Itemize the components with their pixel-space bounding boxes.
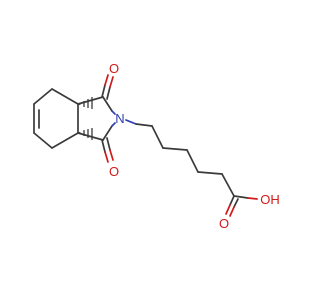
molecule-structure-diagram: N O O O OH: [33, 61, 280, 231]
hydroxyl-label: OH: [260, 192, 280, 207]
carboxyl-oxygen-label: O: [219, 216, 229, 231]
oxygen-label-bottom: O: [109, 164, 119, 179]
cyclohexene-ring: [33, 88, 79, 149]
alkyl-chain: [125, 119, 235, 197]
imide-ring: [77, 96, 116, 141]
carboxyl-group: [225, 195, 258, 217]
oxygen-label-top: O: [109, 61, 119, 76]
carbonyl-bond-bottom: [101, 137, 114, 163]
carbonyl-bond-top: [101, 74, 114, 100]
nitrogen-label: N: [115, 111, 124, 126]
